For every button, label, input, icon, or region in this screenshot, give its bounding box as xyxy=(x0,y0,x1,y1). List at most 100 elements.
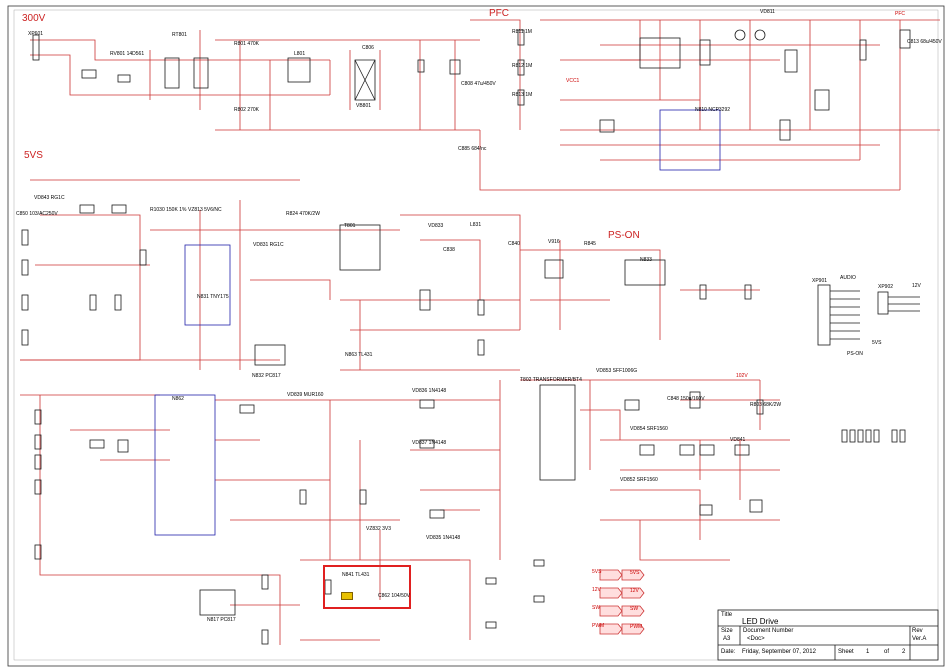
llc-block xyxy=(20,380,501,645)
label-vz832: VZ832 3V3 xyxy=(366,526,392,532)
label-r802: R802 270K xyxy=(234,107,260,113)
net-audio-xp901: AUDIO xyxy=(840,275,856,281)
small-parts-bottom xyxy=(485,559,545,629)
llc-parts xyxy=(34,394,445,645)
label-vd836: VD836 1N4148 xyxy=(412,388,447,394)
net-pson-xp901: PS-ON xyxy=(847,351,863,357)
net-ports xyxy=(599,569,645,635)
port-12v-out: 12V xyxy=(630,588,639,594)
section-pfc: PFC xyxy=(489,8,509,19)
label-vd839: VD839 MUR160 xyxy=(287,392,324,398)
net-12v-xp902: 12V xyxy=(912,283,921,289)
pfc-controller-ic xyxy=(659,109,721,171)
xp901-connector xyxy=(817,284,831,346)
docnum-value: <Doc> xyxy=(747,636,765,642)
label-l801: L801 xyxy=(294,51,306,57)
output-block xyxy=(520,379,790,561)
label-xp901: XP901 xyxy=(812,278,828,284)
label-vd835: VD835 1N4148 xyxy=(426,535,461,541)
port-5vs-out: 5VS xyxy=(630,570,640,576)
label-c848: C848 150u/160V xyxy=(667,396,705,402)
connectors xyxy=(817,284,920,443)
title-label: Title xyxy=(721,612,733,618)
sheet-label: Sheet xyxy=(838,649,854,655)
label-c885: C885 684/nc xyxy=(458,146,487,152)
section-300v: 300V xyxy=(22,13,46,24)
label-l831: L831 xyxy=(470,222,482,228)
output-parts xyxy=(539,384,764,516)
label-c862: C862 104/50V xyxy=(378,593,410,599)
date-label: Date: xyxy=(721,649,736,655)
date-value: Friday, September 07, 2012 xyxy=(742,649,816,655)
label-r811: R811 1M xyxy=(512,29,532,35)
label-n863: N863 TL431 xyxy=(345,352,373,358)
label-c806: C806 xyxy=(362,45,374,51)
net-pfc: PFC xyxy=(895,11,905,17)
pc817-n832 xyxy=(254,344,286,366)
port-pwm-out: PWM xyxy=(630,624,643,630)
label-vd841: VD841 xyxy=(730,437,746,443)
size-label: Size xyxy=(721,628,733,634)
doc-title: LED Drive xyxy=(742,617,779,626)
label-t802: T802 TRANSFORMER/BT4 xyxy=(520,377,582,383)
label-xp601: XP601 xyxy=(28,31,44,37)
rev-label: Rev xyxy=(912,628,923,634)
highlight-marker xyxy=(341,592,353,600)
label-r801: R801 470K xyxy=(234,41,260,47)
net-5vs-xp901: 5VS xyxy=(872,340,882,346)
label-rt801: RT801 xyxy=(172,32,187,38)
label-n817: N817 PC817 xyxy=(207,617,236,623)
n833-optocoupler xyxy=(624,259,666,286)
label-vb801: VB801 xyxy=(356,103,372,109)
net-102v: 102V xyxy=(736,373,748,379)
label-vd837: VD837 1N4148 xyxy=(412,440,447,446)
rev-value: Ver.A xyxy=(912,636,927,642)
sheet-value: 1 xyxy=(866,649,870,655)
section-5vs: 5VS xyxy=(24,150,43,161)
port-pwm: PWM xyxy=(592,623,605,629)
label-r845: R845 xyxy=(584,241,596,247)
t801-transformer xyxy=(339,224,381,271)
net-vcc1: VCC1 xyxy=(566,78,580,84)
of-value: 2 xyxy=(902,649,906,655)
label-r812: R812 1M xyxy=(512,63,533,69)
sheet-border xyxy=(7,5,945,667)
label-vd853: VD853 SFF1006G xyxy=(596,368,638,374)
label-vd831: VD831 RG1C xyxy=(253,242,284,248)
port-sw: SW xyxy=(592,605,601,611)
pfc-parts xyxy=(599,29,911,171)
size-value: A3 xyxy=(723,636,731,642)
label-vz813: VZ813 5V6/NC xyxy=(188,207,222,213)
label-vd833: VD833 xyxy=(428,223,444,229)
t802-output-transformer xyxy=(539,384,576,481)
label-vd843: VD843 RG1C xyxy=(34,195,65,201)
label-c813: C813 68u/450V xyxy=(907,39,942,45)
label-vd852: VD852 SRF1560 xyxy=(620,477,658,483)
label-c838: C838 xyxy=(443,247,455,253)
tny175-ic xyxy=(184,244,231,326)
label-v916: V916 xyxy=(548,239,560,245)
label-vd811: VD811 xyxy=(760,9,775,15)
docnum-label: Document Number xyxy=(743,628,794,634)
section-ps-on: PS-ON xyxy=(608,230,640,241)
sheet-inner-border xyxy=(13,9,939,661)
label-c808: C808 47u/450V xyxy=(461,81,496,87)
label-n862: N862 xyxy=(172,396,184,402)
label-c840: C840 xyxy=(508,241,520,247)
label-r813: R813 1M xyxy=(512,92,533,98)
label-rv801: RV801 14D561 xyxy=(110,51,145,57)
input-filter-block xyxy=(30,19,521,131)
n817-optocoupler xyxy=(199,589,236,616)
label-r824: R824 470K/2W xyxy=(286,211,320,217)
standby-block xyxy=(20,179,760,371)
label-c850: C850 103/AC250V xyxy=(16,211,58,217)
label-xp902: XP902 xyxy=(878,284,894,290)
label-t801: T801 xyxy=(344,223,356,229)
port-5vs: 5VS xyxy=(592,569,602,575)
label-n841: N841 TL431 xyxy=(342,572,370,578)
port-12v: 12V xyxy=(592,587,601,593)
label-r1030: R1030 150K 1% xyxy=(150,207,187,213)
port-sw-out: SW xyxy=(630,606,639,612)
label-n831: N831 TNY175 xyxy=(197,294,229,300)
